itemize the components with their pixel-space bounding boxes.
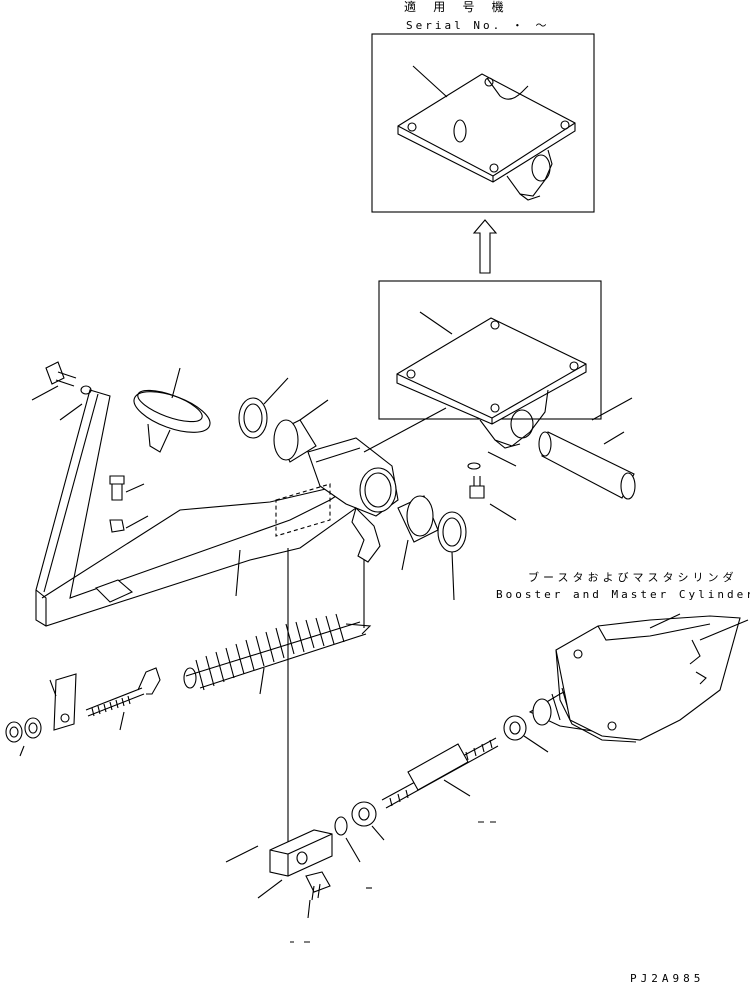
lower-bracket-leader <box>419 311 453 335</box>
arrow-up-icon <box>472 219 498 274</box>
eye-bolt <box>85 667 161 717</box>
seal-left <box>238 397 268 439</box>
serial-number-label: Serial No. ・ ～ <box>406 19 550 32</box>
lower-bracket <box>396 317 587 449</box>
booster-label-en: Booster and Master Cylinder <box>496 588 750 601</box>
return-spring <box>183 613 372 691</box>
master-rod <box>381 737 499 809</box>
rod-nut <box>351 801 377 827</box>
drawing-code: PJ2A985 <box>630 972 705 985</box>
applicable-machine-label: 適 用 号 機 <box>404 0 509 14</box>
lock-nut <box>503 715 527 741</box>
washer <box>467 462 481 470</box>
upper-bracket <box>397 73 576 201</box>
upper-bracket-leader <box>412 65 448 98</box>
bushing-right <box>397 495 439 543</box>
arm-leader <box>235 549 241 597</box>
booster-master-cylinder <box>528 615 741 743</box>
pad-bolt <box>45 361 92 395</box>
upper-inset <box>371 33 595 213</box>
clevis-block <box>269 829 333 877</box>
mount-bolt <box>469 476 485 499</box>
upper-inset-frame <box>371 33 595 213</box>
bushing-left <box>273 419 317 463</box>
pivot-pin <box>538 397 636 500</box>
seal-right <box>437 511 467 553</box>
nuts <box>5 717 42 743</box>
pedal-arm <box>35 389 399 627</box>
lower-inset <box>378 280 602 449</box>
arm-bolt <box>109 475 125 533</box>
booster-label-jp: ブースタおよびマスタシリンダ <box>528 571 738 584</box>
clevis-bolt <box>305 871 331 901</box>
rod-washer <box>334 816 348 836</box>
spring-bracket <box>53 673 77 731</box>
pedal-pad <box>133 389 211 453</box>
